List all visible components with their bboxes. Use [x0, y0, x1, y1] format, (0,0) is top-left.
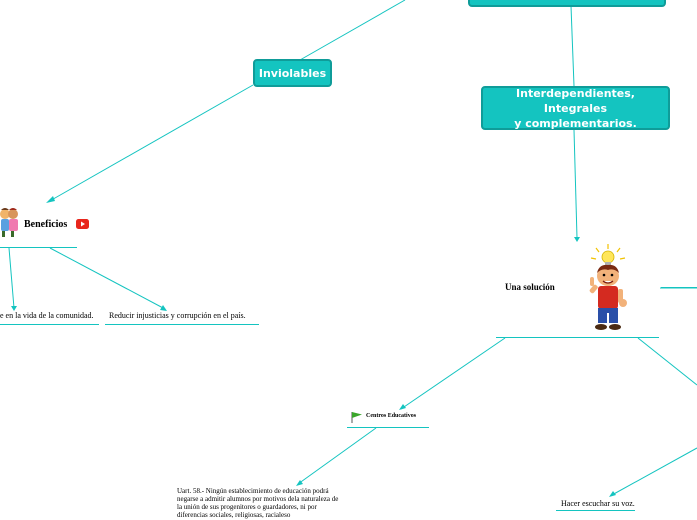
node-una-solucion-label[interactable]: Una solución	[505, 282, 555, 292]
arrowhead-injusticias	[160, 305, 167, 311]
node-art58-text[interactable]: Uart. 58.- Ningún establecimiento de edu…	[177, 487, 377, 519]
topic-inviolables[interactable]: Inviolables	[253, 59, 332, 87]
connector-top-inviolables	[299, 0, 406, 61]
connector-beneficios-participacion	[8, 247, 15, 309]
arrowhead-hacer-escuchar	[609, 491, 616, 497]
topic-inviolables-label: Inviolables	[258, 66, 327, 80]
arrowhead-art58	[296, 480, 303, 486]
connector-solucion-right-branch	[637, 337, 697, 386]
node-beneficios-underline	[0, 247, 77, 248]
idea-man-illustration	[568, 243, 652, 331]
topic-interdependientes-line2: y complementarios.	[514, 116, 637, 130]
node-injusticias-underline	[105, 324, 259, 325]
node-injusticias-label[interactable]: Reducir injusticias y corrupción en el p…	[109, 311, 246, 320]
node-participacion-underline	[0, 324, 99, 325]
topic-interdependientes[interactable]: Interdependientes, Integrales y compleme…	[481, 86, 670, 130]
art58-line-1: Uart. 58.- Ningún establecimiento de edu…	[177, 487, 329, 495]
node-right-branch-underline	[661, 287, 697, 288]
node-beneficios-label[interactable]: Beneficios	[24, 219, 68, 230]
connector-solucion-centros	[400, 337, 506, 410]
node-centros-underline	[347, 427, 429, 428]
connector-inviolables-beneficios	[47, 84, 254, 203]
children-group-icon	[0, 208, 18, 237]
green-flag-icon	[351, 412, 362, 423]
topic-interdependientes-line1: Interdependientes, Integrales	[516, 86, 635, 115]
node-centros-label[interactable]: Centros Educativos	[366, 413, 417, 419]
node-participacion-label[interactable]: e en la vida de la comunidad.	[0, 311, 94, 320]
arrowhead-beneficios	[46, 196, 55, 203]
arrowhead-centros	[399, 404, 406, 410]
connector-top-interdependientes	[570, 5, 575, 87]
arrowhead-participacion	[11, 306, 17, 311]
youtube-icon	[76, 219, 89, 229]
connector-centros-art58	[297, 427, 377, 485]
connector-beneficios-injusticias	[49, 247, 166, 310]
connector-right-hacer-escuchar	[611, 447, 697, 496]
node-una-solucion-underline	[496, 337, 659, 338]
topic-top-partial[interactable]	[468, 0, 666, 7]
connector-interdependientes-solucion	[573, 129, 578, 239]
art58-line-3: la unión de sus progenitores o guardador…	[177, 503, 317, 511]
art58-line-2: negarse a admitir alumnos por motivos de…	[177, 495, 339, 503]
node-hacer-escuchar-label[interactable]: Hacer escuchar su voz.	[561, 499, 635, 508]
art58-line-4: diferencias sociales, religiosas, racial…	[177, 511, 291, 519]
arrowhead-solucion	[574, 237, 580, 242]
node-hacer-escuchar-underline	[556, 510, 635, 511]
